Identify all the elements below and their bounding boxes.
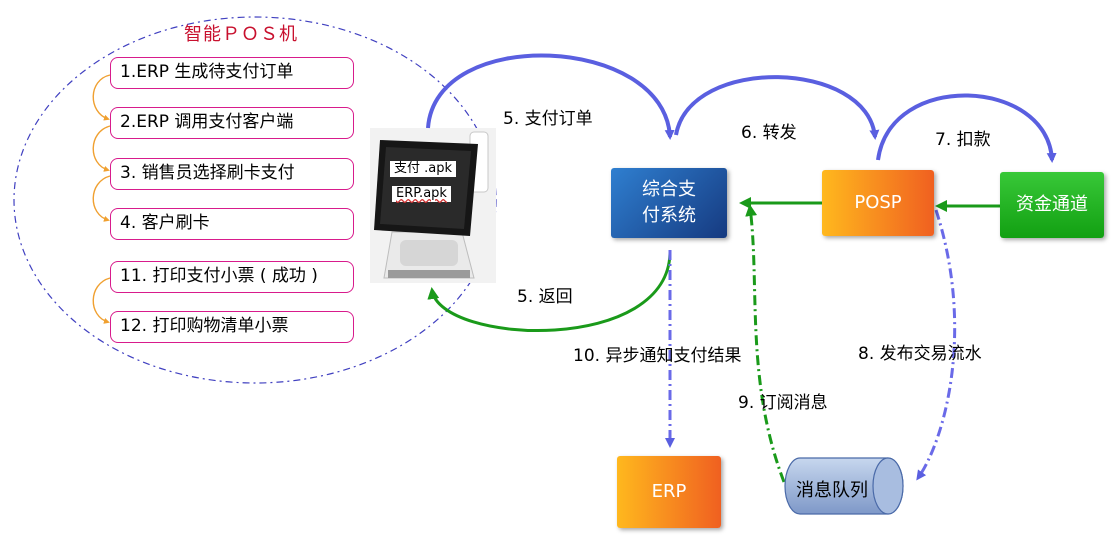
step-connector-3-4 <box>92 175 111 222</box>
flow-arrow-return <box>427 249 672 333</box>
flow-arrow-forward <box>674 75 880 140</box>
step-connector-11-12 <box>92 277 111 324</box>
flow-label-subscribe: 9. 订阅消息 <box>738 393 828 413</box>
flow-arrow-deduct <box>876 93 1057 163</box>
pos-terminal-image <box>370 128 496 283</box>
fund-channel-node: 资金通道 <box>1000 172 1104 238</box>
payment-system-label-line2: 付系统 <box>642 205 696 226</box>
flow-label-async-notify: 10. 异步通知支付结果 <box>573 346 742 366</box>
step-print-shopping-list: 12. 打印购物清单小票 <box>110 311 354 343</box>
flow-label-publish-flow: 8. 发布交易流水 <box>858 344 982 364</box>
step-erp-create-order: 1.ERP 生成待支付订单 <box>110 57 354 89</box>
flow-arrow-pay-order <box>426 53 675 140</box>
step-select-card-payment: 3. 销售员选择刷卡支付 <box>110 158 354 190</box>
erp-node: ERP <box>617 456 721 528</box>
app-label-erp-apk: ERP.apk <box>392 186 451 202</box>
app-label-payment-apk: 支付 .apk <box>390 161 457 177</box>
flow-arrow-subscribe <box>745 204 786 483</box>
step-erp-call-client: 2.ERP 调用支付客户端 <box>110 107 354 139</box>
flow-label-pay-order: 5. 支付订单 <box>503 109 593 129</box>
posp-node: POSP <box>822 170 934 236</box>
message-queue-cylinder <box>784 457 904 515</box>
step-connector-2-3 <box>92 125 111 172</box>
step-print-payment-receipt: 11. 打印支付小票 ( 成功 ) <box>110 261 354 293</box>
flow-label-forward: 6. 转发 <box>741 123 797 143</box>
payment-system-node: 综合支 付系统 <box>611 168 727 238</box>
pos-group-title: 智能ＰＯＳ机 <box>184 24 298 45</box>
flow-arrow-publish-flow <box>916 209 957 481</box>
payment-system-label-line1: 综合支 <box>642 179 696 200</box>
message-queue-label: 消息队列 <box>796 480 868 501</box>
step-customer-swipe: 4. 客户刷卡 <box>110 208 354 240</box>
flow-label-deduct: 7. 扣款 <box>935 130 991 150</box>
step-connector-1-2 <box>92 74 111 121</box>
flow-label-return: 5. 返回 <box>517 287 573 307</box>
